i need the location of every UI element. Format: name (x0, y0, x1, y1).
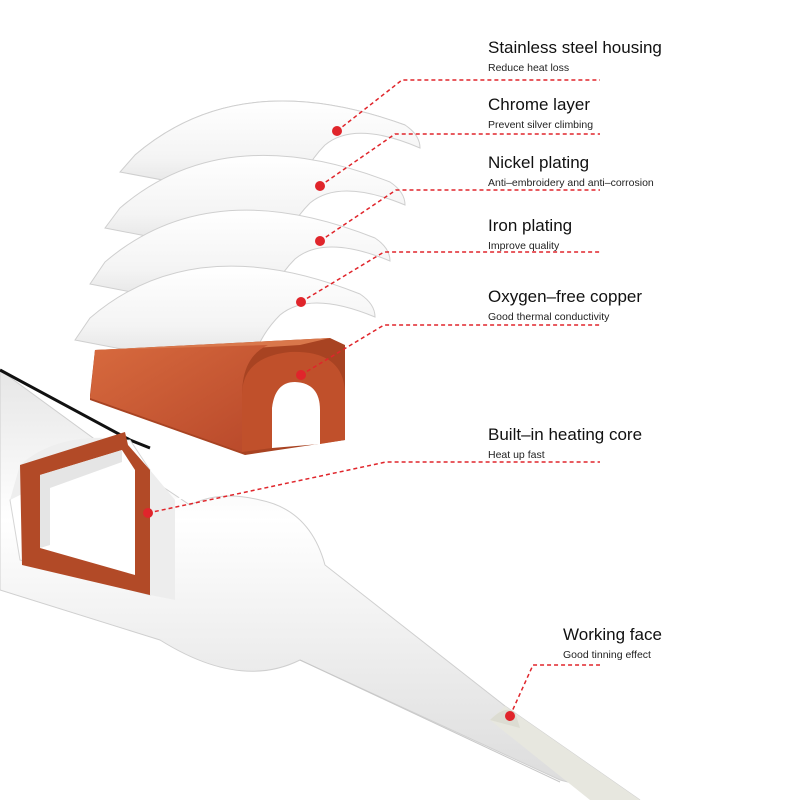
callout-title: Nickel plating (488, 153, 590, 172)
callout-title: Built–in heating core (488, 425, 643, 444)
tip-body (0, 368, 641, 800)
callout-chrome-layer: Chrome layer Prevent silver climbing (488, 95, 593, 132)
heating-core-cutaway (9, 432, 175, 600)
leader-dots (143, 126, 515, 721)
callout-subtitle: Reduce heat loss (488, 62, 570, 74)
callout-stainless-steel-housing: Stainless steel housing Reduce heat loss (488, 38, 662, 75)
callout-title: Iron plating (488, 216, 573, 235)
callout-title: Chrome layer (488, 95, 591, 114)
callout-subtitle: Heat up fast (488, 449, 545, 461)
callout-subtitle: Improve quality (488, 240, 560, 252)
callout-nickel-plating: Nickel plating Anti–embroidery and anti–… (488, 153, 654, 190)
callout-oxygen-free-copper: Oxygen–free copper Good thermal conducti… (488, 287, 642, 324)
callout-subtitle: Good thermal conductivity (488, 311, 610, 323)
callout-title: Oxygen–free copper (488, 287, 643, 306)
callout-subtitle: Anti–embroidery and anti–corrosion (488, 177, 654, 189)
leader-lines (147, 79, 600, 717)
layer-oxygen-free-copper (90, 338, 345, 455)
callout-title: Stainless steel housing (488, 38, 662, 57)
callout-iron-plating: Iron plating Improve quality (488, 216, 572, 253)
callout-title: Working face (563, 625, 662, 644)
callout-working-face: Working face Good tinning effect (563, 625, 662, 662)
callout-built-in-heating-core: Built–in heating core Heat up fast (488, 425, 642, 462)
callout-subtitle: Prevent silver climbing (488, 119, 594, 131)
callout-subtitle: Good tinning effect (563, 649, 651, 661)
layer-iron (74, 265, 376, 375)
